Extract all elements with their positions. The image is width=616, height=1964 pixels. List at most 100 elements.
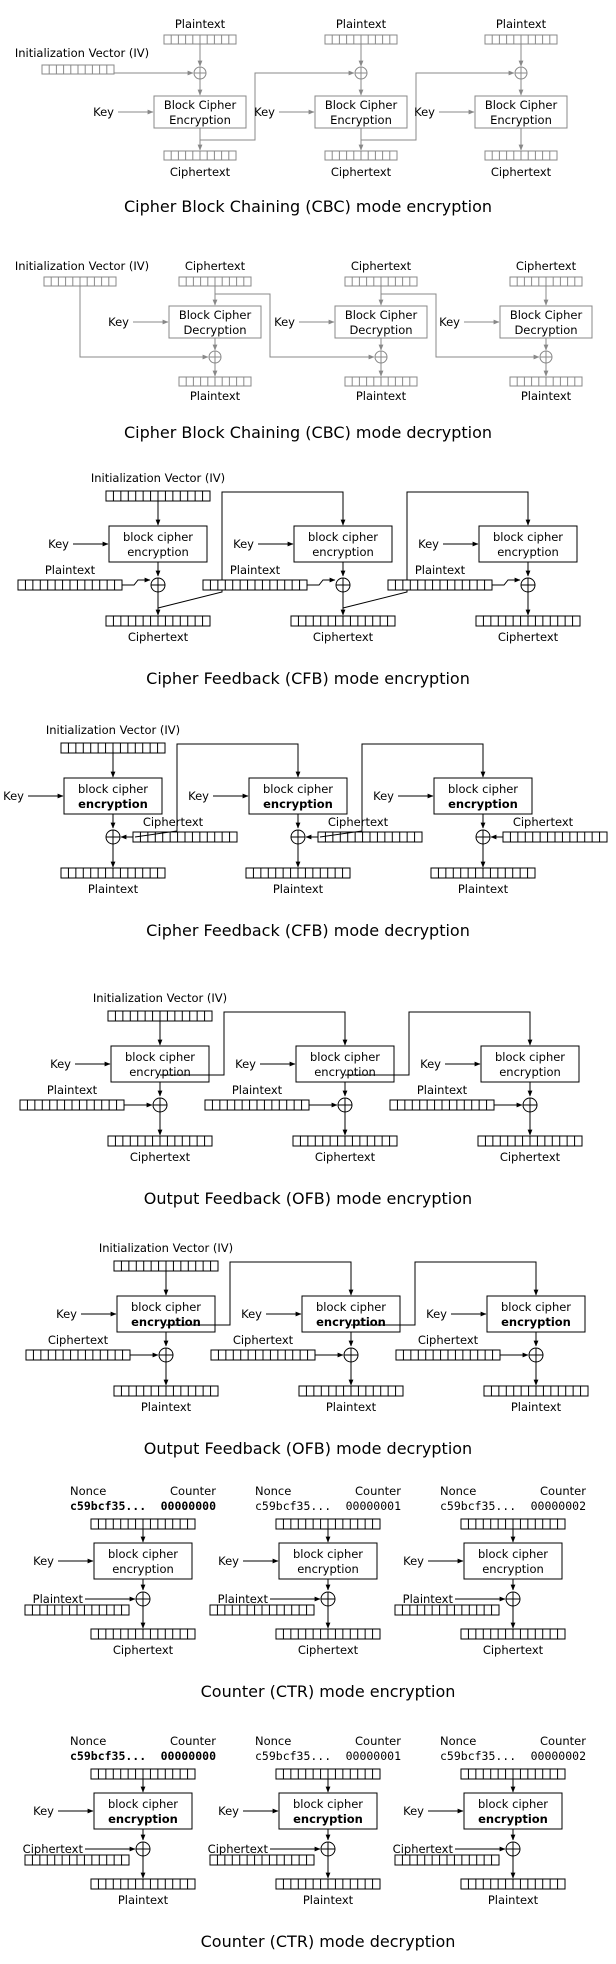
cipher-box-line-2: encryption [129,1065,191,1079]
side-register [502,831,608,843]
stage-1: block cipherencryptionKeyCiphertextPlain… [17,491,346,644]
iv-label: Initialization Vector (IV) [91,471,225,485]
bottom-register [344,376,418,387]
iv-line [79,286,209,360]
output-register [298,1385,404,1397]
counter-label: Counter [170,1484,216,1498]
counter-label: Counter [355,1484,401,1498]
top-label: Plaintext [175,17,226,31]
xor-icon [475,829,491,845]
bottom-label: Ciphertext [170,165,231,179]
side-label: Plaintext [232,1083,283,1097]
cipher-box-frame [301,1295,401,1333]
top-label: Plaintext [336,17,387,31]
side-label: Plaintext [230,563,281,577]
side-label: Plaintext [218,1592,269,1606]
iv-label: Initialization Vector (IV) [93,991,227,1005]
key-label: Key [48,537,69,551]
stage-3: block cipherencryptionKeyPlaintextCipher… [395,1295,589,1414]
counter-label: Counter [540,1484,586,1498]
cipher-box-line-1: block cipher [478,1547,548,1561]
stage-2: block cipherencryptionKeyCiphertextPlain… [204,1011,533,1164]
counter-value: 00000002 [531,1749,586,1763]
cipher-box-line-2: Decryption [183,323,246,337]
side-register [395,1349,501,1361]
cipher-box-line-2: encryption [78,797,148,811]
side-label: Plaintext [403,1592,454,1606]
top-register [344,276,418,287]
cipher-box-frame [153,95,247,129]
xor-icon [335,577,351,593]
cipher-box-line-1: Block Cipher [179,308,252,322]
xor-icon [158,1347,174,1363]
cipher-box-frame [110,1045,210,1083]
side-label: Ciphertext [23,1842,84,1856]
counter-register [460,1518,566,1530]
xor-icon [505,1841,521,1857]
diagram-caption: Counter (CTR) mode encryption [201,1682,456,1701]
side-label: Ciphertext [328,815,389,829]
cipher-box-line-2: encryption [478,1812,548,1826]
cipher-box-line-1: block cipher [131,1300,201,1314]
stage-2: block cipherencryptionKeyPlaintextCipher… [210,1261,539,1414]
key-label: Key [218,1554,239,1568]
side-register [17,579,123,591]
key-label: Key [439,315,460,329]
key-label: Key [218,1804,239,1818]
feedback-line [319,743,486,838]
key-label: Key [274,315,295,329]
cipher-box-line-1: block cipher [125,1050,195,1064]
bottom-label: Plaintext [488,1893,539,1907]
side-label: Plaintext [47,1083,98,1097]
nonce-label: Nonce [440,1734,476,1748]
stage-1: block cipherencryptionKeyPlaintextCipher… [3,743,301,896]
feedback-line [134,743,301,838]
top-register [178,276,252,287]
cipher-box-frame [93,1542,193,1580]
output-register [107,1135,213,1147]
cipher-box-line-1: block cipher [501,1300,571,1314]
cipher-box-frame [433,777,533,815]
side-register [19,1099,125,1111]
output-register [290,615,396,627]
side-label: Plaintext [415,563,466,577]
output-register [460,1628,566,1640]
cipher-box-frame [63,777,163,815]
counter-value: 00000001 [346,1749,401,1763]
bottom-label: Ciphertext [500,1150,561,1164]
cipher-box-frame [278,1792,378,1830]
side-arrow [122,577,151,586]
counter-register [275,1518,381,1530]
bottom-label: Plaintext [190,389,241,403]
cipher-box-line-1: block cipher [78,782,148,796]
diagram-caption: Cipher Feedback (CFB) mode encryption [146,669,470,688]
cipher-box-line-1: Block Cipher [164,98,237,112]
nonce-value: c59bcf35... [70,1499,146,1513]
cipher-box-frame [248,777,348,815]
xor-icon [520,577,536,593]
cipher-box-line-2: encryption [482,1562,544,1576]
xor-icon [514,66,528,80]
bottom-label: Ciphertext [483,1643,544,1657]
bottom-label: Ciphertext [130,1150,191,1164]
feedback-line [166,1261,354,1326]
cipher-box-line-2: Encryption [169,113,231,127]
xor-icon [290,829,306,845]
cipher-box-frame [314,95,408,129]
nonce-label: Nonce [70,1484,106,1498]
cipher-box-line-2: encryption [108,1812,178,1826]
stage-1: block cipherencryptionKeyCiphertextPlain… [19,1011,348,1164]
chain-line [361,70,515,141]
cipher-box-line-1: block cipher [493,530,563,544]
